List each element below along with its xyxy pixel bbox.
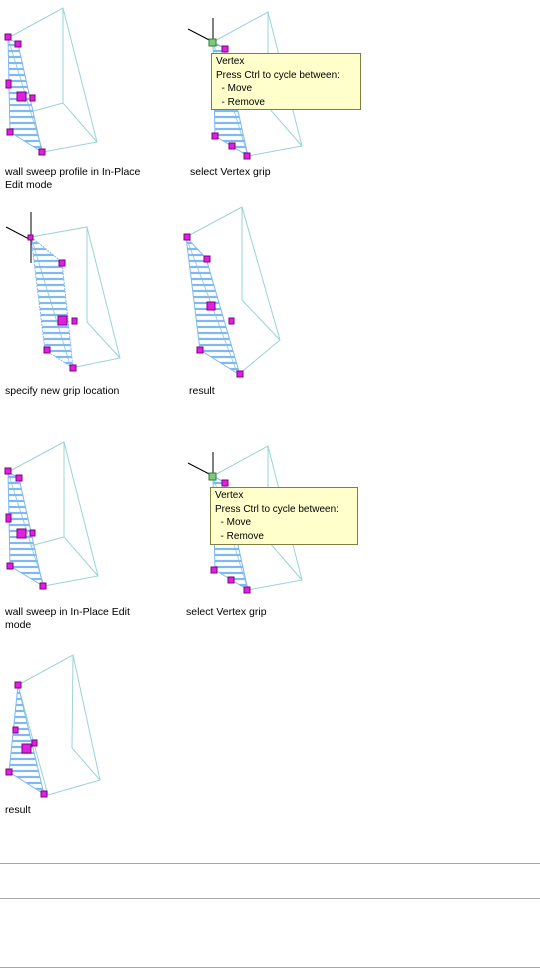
grip[interactable]: [21, 743, 32, 754]
tooltip-option-remove: - Remove: [215, 530, 264, 542]
vertex-tooltip: Vertex Press Ctrl to cycle between: - Mo…: [211, 53, 361, 110]
grip[interactable]: [40, 790, 48, 798]
panel-1-drawing: [4, 7, 98, 156]
grip[interactable]: [69, 364, 77, 372]
grip[interactable]: [29, 529, 36, 537]
table-rule-middle: [0, 898, 540, 899]
grip[interactable]: [221, 479, 229, 487]
grip[interactable]: [6, 128, 14, 136]
panel-3-drawing: [5, 212, 121, 372]
caption-step-5: wall sweep in In-Place Edit mode: [5, 606, 130, 631]
grip[interactable]: [15, 474, 23, 482]
grip[interactable]: [203, 255, 211, 263]
grip[interactable]: [71, 317, 78, 325]
grip[interactable]: [12, 726, 19, 734]
grip[interactable]: [16, 528, 27, 539]
grip[interactable]: [57, 315, 68, 326]
selected-grip[interactable]: [208, 38, 217, 47]
tooltip-option-remove: - Remove: [216, 96, 265, 108]
caption-step-1: wall sweep profile in In-Place Edit mode: [5, 166, 141, 191]
grip[interactable]: [29, 94, 36, 102]
tooltip-option-move: - Move: [216, 83, 253, 94]
grip[interactable]: [14, 40, 22, 48]
grip[interactable]: [4, 467, 12, 475]
caption-step-3: specify new grip location: [5, 385, 120, 397]
panel-4-drawing: [183, 206, 281, 378]
table-rule-top: [0, 863, 540, 864]
grip[interactable]: [43, 346, 51, 354]
caption-step-2: select Vertex grip: [190, 166, 271, 178]
grip[interactable]: [16, 91, 27, 102]
grip[interactable]: [211, 132, 219, 140]
tooltip-hint: Press Ctrl to cycle between:: [215, 503, 339, 515]
grip[interactable]: [228, 317, 235, 325]
table-rule-bottom: [0, 967, 540, 968]
grip[interactable]: [6, 562, 14, 570]
grip[interactable]: [243, 586, 251, 594]
tooltip-hint: Press Ctrl to cycle between:: [216, 69, 340, 81]
grip[interactable]: [5, 513, 12, 523]
grip[interactable]: [5, 79, 12, 89]
caption-step-6: select Vertex grip: [186, 606, 267, 618]
caption-step-4: result: [189, 385, 215, 397]
grip[interactable]: [221, 45, 229, 53]
grip[interactable]: [27, 234, 34, 241]
grip[interactable]: [31, 739, 38, 747]
tooltip-option-move: - Move: [215, 517, 252, 528]
tooltip-title: Vertex: [215, 490, 244, 501]
grip[interactable]: [227, 576, 235, 584]
grip[interactable]: [236, 370, 244, 378]
grip[interactable]: [38, 148, 46, 156]
grip[interactable]: [58, 259, 66, 267]
selected-grip[interactable]: [208, 472, 217, 481]
panel-5-drawing: [4, 441, 99, 590]
grip[interactable]: [39, 582, 47, 590]
panel-7-drawing: [5, 654, 101, 798]
grip[interactable]: [14, 681, 22, 689]
grip[interactable]: [243, 152, 251, 160]
grip[interactable]: [4, 33, 12, 41]
caption-step-7: result: [5, 804, 31, 816]
tooltip-title: Vertex: [216, 56, 245, 67]
vertex-tooltip: Vertex Press Ctrl to cycle between: - Mo…: [210, 487, 358, 545]
grip[interactable]: [206, 301, 216, 311]
grip[interactable]: [228, 142, 236, 150]
grip[interactable]: [183, 233, 191, 241]
grip[interactable]: [5, 768, 13, 776]
grip[interactable]: [196, 346, 204, 354]
grip[interactable]: [210, 566, 218, 574]
